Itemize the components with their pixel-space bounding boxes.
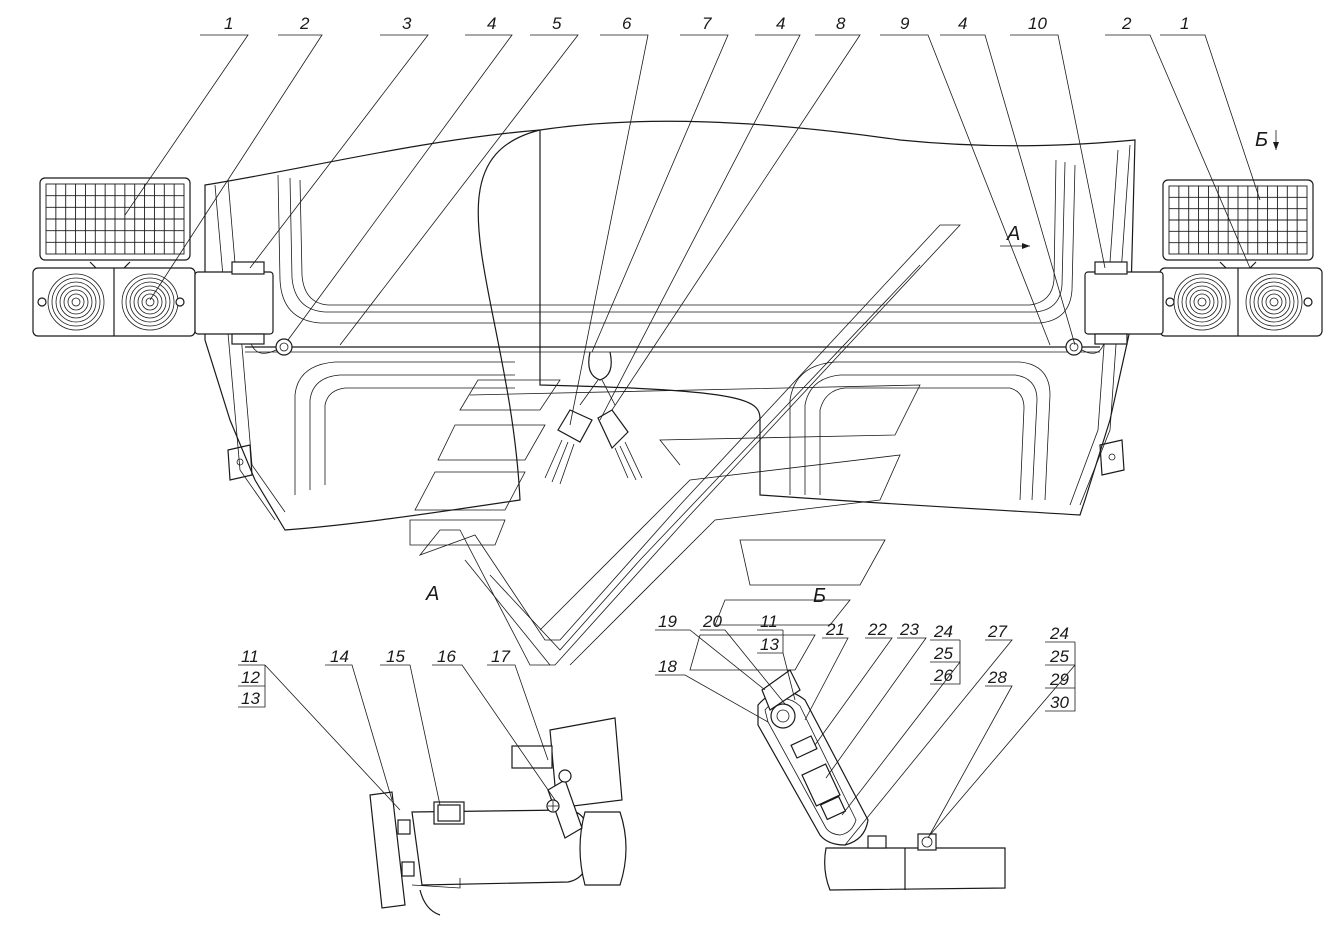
callout-19: 19 xyxy=(658,612,677,631)
callout-14: 14 xyxy=(330,647,349,666)
callout-9: 9 xyxy=(900,14,910,33)
callout-4-a: 4 xyxy=(487,14,496,33)
callout-22: 22 xyxy=(867,620,887,639)
view-b-callouts: 18 19 20 11 13 21 22 23 24 25 26 27 28 2… xyxy=(658,612,1069,712)
callout-7: 7 xyxy=(702,14,712,33)
callout-30: 30 xyxy=(1050,693,1069,712)
callout-16: 16 xyxy=(437,647,456,666)
view-reference-bands xyxy=(409,224,961,671)
callout-15: 15 xyxy=(386,647,405,666)
view-a-callouts: 11 12 13 14 15 16 17 xyxy=(241,647,510,708)
callout-12-a: 12 xyxy=(241,668,260,687)
top-callout-numbers: 1 2 3 4 5 6 7 4 8 9 4 10 2 1 xyxy=(224,14,1189,33)
callout-1-right: 1 xyxy=(1180,14,1189,33)
callout-6: 6 xyxy=(622,14,632,33)
callout-25-b: 25 xyxy=(1049,647,1069,666)
callout-11-b: 11 xyxy=(760,612,778,631)
callout-21: 21 xyxy=(825,620,845,639)
left-light-assembly xyxy=(32,177,274,345)
callout-13-a: 13 xyxy=(241,689,260,708)
callout-4-c: 4 xyxy=(958,14,967,33)
callout-29: 29 xyxy=(1049,670,1069,689)
view-b-detail xyxy=(757,669,1006,891)
callout-26: 26 xyxy=(933,666,953,685)
view-direction-markers: А Б А Б xyxy=(425,129,1279,607)
callout-13-b: 13 xyxy=(760,635,779,654)
view-b-leaders xyxy=(655,629,1076,846)
callout-24-b: 24 xyxy=(1049,624,1069,643)
callout-3: 3 xyxy=(402,14,412,33)
callout-5: 5 xyxy=(552,14,562,33)
view-a-detail xyxy=(369,717,627,916)
view-arrow-label-a: А xyxy=(1006,223,1020,245)
callout-2-left: 2 xyxy=(299,14,310,33)
callout-8: 8 xyxy=(836,14,846,33)
callout-18: 18 xyxy=(658,657,677,676)
callout-25-a: 25 xyxy=(933,644,953,663)
callout-24-a: 24 xyxy=(933,622,953,641)
callout-23: 23 xyxy=(899,620,919,639)
view-b-title: Б xyxy=(813,585,826,607)
top-callout-leaders xyxy=(124,34,1261,426)
view-a-leaders xyxy=(238,664,556,811)
callout-28: 28 xyxy=(987,668,1007,687)
right-light-assembly xyxy=(1084,179,1323,345)
callout-20: 20 xyxy=(702,612,722,631)
view-arrow-label-b: Б xyxy=(1255,129,1268,151)
callout-4-b: 4 xyxy=(776,14,785,33)
callout-11-a: 11 xyxy=(241,647,259,666)
callout-10: 10 xyxy=(1028,14,1047,33)
callout-27: 27 xyxy=(987,622,1007,641)
callout-2-right: 2 xyxy=(1121,14,1132,33)
view-a-title: А xyxy=(425,583,439,605)
callout-1-left: 1 xyxy=(224,14,233,33)
callout-17: 17 xyxy=(491,647,510,666)
cab-roof xyxy=(204,120,1136,531)
